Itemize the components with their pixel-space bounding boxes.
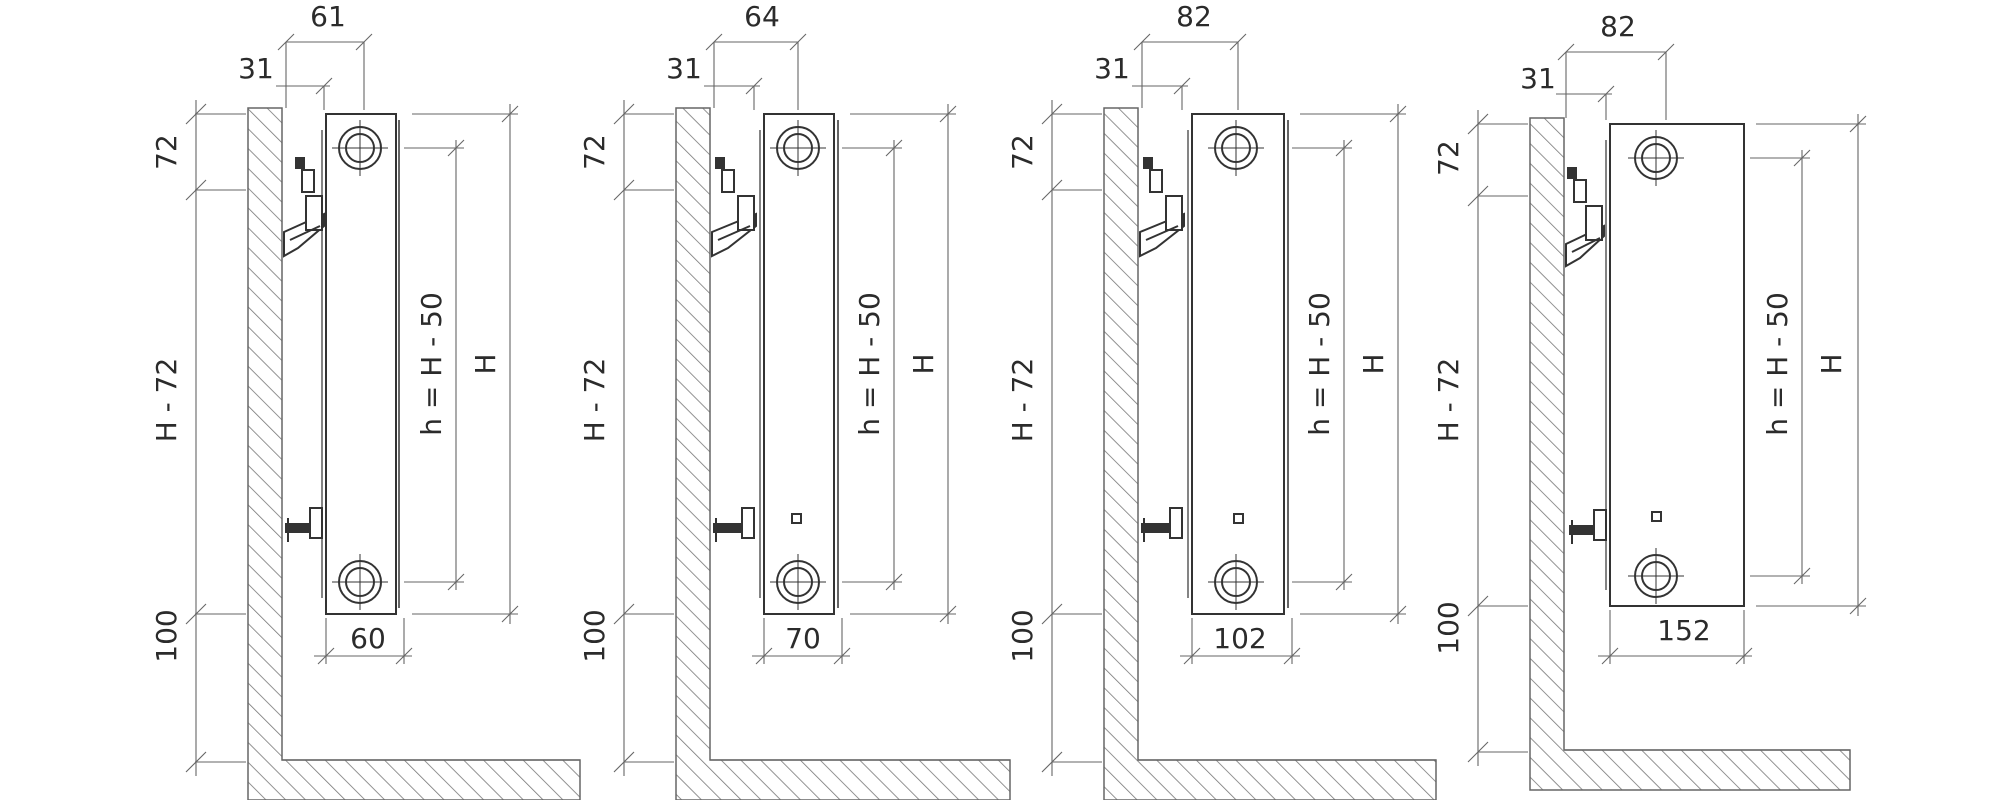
total-height-label: H bbox=[907, 353, 940, 374]
radiator-body bbox=[1187, 113, 1289, 615]
top-width-label: 64 bbox=[744, 0, 780, 33]
wall-section bbox=[675, 107, 1011, 801]
top-connection-icon bbox=[1208, 120, 1264, 176]
dimension-lines bbox=[185, 33, 519, 776]
dimension-lines bbox=[1467, 43, 1867, 766]
connection-height-label: h = H - 50 bbox=[415, 292, 448, 436]
diagram-panel-1: 61 31 60 72 H - 72 100 h = H - 50 H bbox=[150, 0, 581, 801]
total-height-label: H bbox=[1815, 353, 1848, 374]
mid-height-label: H - 72 bbox=[578, 358, 611, 443]
depth-label: 60 bbox=[350, 622, 386, 655]
bottom-connection-icon bbox=[1628, 548, 1684, 604]
bottom-gap-label: 100 bbox=[150, 609, 183, 662]
top-connection-icon bbox=[332, 120, 388, 176]
top-gap-label: 72 bbox=[1432, 140, 1465, 176]
bottom-gap-label: 100 bbox=[1432, 601, 1465, 654]
depth-label: 102 bbox=[1213, 622, 1266, 655]
bottom-bracket-icon bbox=[1141, 507, 1183, 542]
radiator-body bbox=[1605, 123, 1745, 607]
top-gap-label: 72 bbox=[578, 134, 611, 170]
mid-height-label: H - 72 bbox=[1006, 358, 1039, 443]
wall-section bbox=[247, 107, 581, 801]
bottom-gap-label: 100 bbox=[1006, 609, 1039, 662]
diagram-panel-3: 82 31 102 72 H - 72 100 h = H - 50 H bbox=[1006, 0, 1437, 801]
bottom-bracket-icon bbox=[1569, 509, 1607, 544]
bottom-bracket-icon bbox=[285, 507, 323, 542]
diagram-panel-4: 82 31 152 72 H - 72 100 h = H - 50 H bbox=[1432, 10, 1867, 791]
bracket-offset-label: 31 bbox=[238, 52, 274, 85]
mid-height-label: H - 72 bbox=[150, 358, 183, 443]
wall-bracket-icon bbox=[1565, 167, 1605, 268]
depth-label: 152 bbox=[1657, 614, 1710, 647]
wall-bracket-icon bbox=[711, 157, 757, 258]
top-width-label: 82 bbox=[1176, 0, 1212, 33]
bottom-connection-icon bbox=[332, 554, 388, 610]
top-width-label: 82 bbox=[1600, 10, 1636, 43]
wall-section bbox=[1103, 107, 1437, 801]
bottom-connection-icon bbox=[770, 554, 826, 610]
connection-height-label: h = H - 50 bbox=[853, 292, 886, 436]
mid-height-label: H - 72 bbox=[1432, 358, 1465, 443]
top-gap-label: 72 bbox=[1006, 134, 1039, 170]
bottom-bracket-icon bbox=[713, 507, 755, 542]
bracket-offset-label: 31 bbox=[666, 52, 702, 85]
top-gap-label: 72 bbox=[150, 134, 183, 170]
dimension-lines bbox=[1041, 33, 1407, 776]
diagram-panel-2: 64 31 70 72 H - 72 100 h = H - 50 H bbox=[578, 0, 1011, 801]
connection-height-label: h = H - 50 bbox=[1761, 292, 1794, 436]
bracket-offset-label: 31 bbox=[1094, 52, 1130, 85]
bottom-gap-label: 100 bbox=[578, 609, 611, 662]
vent-square-icon bbox=[1233, 513, 1244, 524]
wall-bracket-icon bbox=[283, 157, 325, 258]
total-height-label: H bbox=[469, 353, 502, 374]
vent-square-icon bbox=[791, 513, 802, 524]
radiator-body bbox=[321, 113, 400, 615]
total-height-label: H bbox=[1357, 353, 1390, 374]
bottom-connection-icon bbox=[1208, 554, 1264, 610]
wall-bracket-icon bbox=[1139, 157, 1185, 258]
bracket-offset-label: 31 bbox=[1520, 62, 1556, 95]
top-connection-icon bbox=[1628, 130, 1684, 186]
radiator-body bbox=[759, 113, 839, 615]
connection-height-label: h = H - 50 bbox=[1303, 292, 1336, 436]
top-width-label: 61 bbox=[310, 0, 346, 33]
dimension-lines bbox=[613, 33, 957, 776]
depth-label: 70 bbox=[785, 622, 821, 655]
vent-square-icon bbox=[1651, 511, 1662, 522]
top-connection-icon bbox=[770, 120, 826, 176]
